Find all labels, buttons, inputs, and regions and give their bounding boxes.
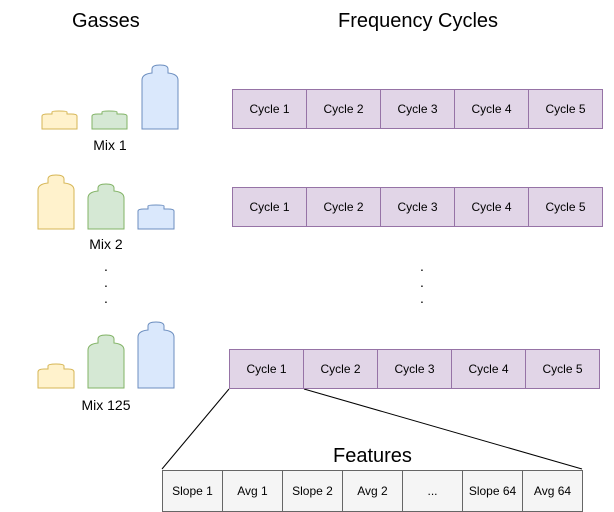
- ellipsis-dot: .: [420, 258, 424, 274]
- features-heading: Features: [333, 445, 412, 467]
- gasses-heading: Gasses: [72, 10, 140, 32]
- cycle-row-mix-125: Cycle 1 Cycle 2 Cycle 3 Cycle 4 Cycle 5: [229, 349, 600, 389]
- cycle-box: Cycle 5: [528, 187, 603, 227]
- cycle-box: Cycle 5: [528, 89, 603, 129]
- frequency-cycles-heading: Frequency Cycles: [338, 10, 499, 32]
- feature-cell: Avg 1: [222, 470, 283, 512]
- ellipsis-dot: .: [104, 258, 108, 274]
- cycle-box: Cycle 4: [451, 349, 526, 389]
- cycle-box: Cycle 3: [380, 89, 455, 129]
- feature-cell: Slope 2: [282, 470, 343, 512]
- cycle-box: Cycle 4: [454, 187, 529, 227]
- feature-cell: Slope 1: [162, 470, 223, 512]
- mix-125-bottles: [37, 321, 175, 389]
- cycle-box: Cycle 1: [232, 89, 307, 129]
- feature-cell: Avg 2: [342, 470, 403, 512]
- cycle-box: Cycle 4: [454, 89, 529, 129]
- cycle-box: Cycle 1: [229, 349, 304, 389]
- green-gas-bottle: [87, 334, 125, 389]
- zoom-line-right: [303, 388, 583, 470]
- yellow-gas-bottle: [41, 110, 78, 130]
- cycle-box: Cycle 3: [380, 187, 455, 227]
- cycle-box: Cycle 5: [525, 349, 600, 389]
- feature-cell: Slope 64: [462, 470, 523, 512]
- yellow-gas-bottle: [37, 174, 75, 230]
- feature-cell: Avg 64: [522, 470, 583, 512]
- blue-gas-bottle: [141, 64, 179, 130]
- cycle-row-mix-2: Cycle 1 Cycle 2 Cycle 3 Cycle 4 Cycle 5: [232, 187, 603, 227]
- feature-cell: ...: [402, 470, 463, 512]
- ellipsis-dot: .: [420, 290, 424, 306]
- zoom-line-left: [161, 388, 230, 470]
- yellow-gas-bottle: [37, 363, 75, 389]
- ellipsis-dot: .: [104, 290, 108, 306]
- mix-2-label: Mix 2: [89, 236, 123, 252]
- cycle-row-mix-1: Cycle 1 Cycle 2 Cycle 3 Cycle 4 Cycle 5: [232, 89, 603, 129]
- blue-gas-bottle: [137, 321, 175, 389]
- cycle-box: Cycle 1: [232, 187, 307, 227]
- ellipsis-dot: .: [104, 274, 108, 290]
- green-gas-bottle: [87, 183, 125, 230]
- mix-2-bottles: [37, 174, 175, 230]
- cycle-ellipsis: . . .: [412, 258, 432, 306]
- blue-gas-bottle: [137, 204, 175, 230]
- cycle-box: Cycle 2: [306, 89, 381, 129]
- cycle-box: Cycle 2: [303, 349, 378, 389]
- features-row: Slope 1 Avg 1 Slope 2 Avg 2 ... Slope 64…: [162, 470, 583, 512]
- mix-1-label: Mix 1: [93, 137, 127, 153]
- mix-ellipsis: . . .: [96, 258, 116, 306]
- ellipsis-dot: .: [420, 274, 424, 290]
- mix-1-bottles: [41, 64, 179, 130]
- cycle-box: Cycle 3: [377, 349, 452, 389]
- cycle-box: Cycle 2: [306, 187, 381, 227]
- mix-125-label: Mix 125: [81, 397, 131, 413]
- green-gas-bottle: [91, 110, 128, 130]
